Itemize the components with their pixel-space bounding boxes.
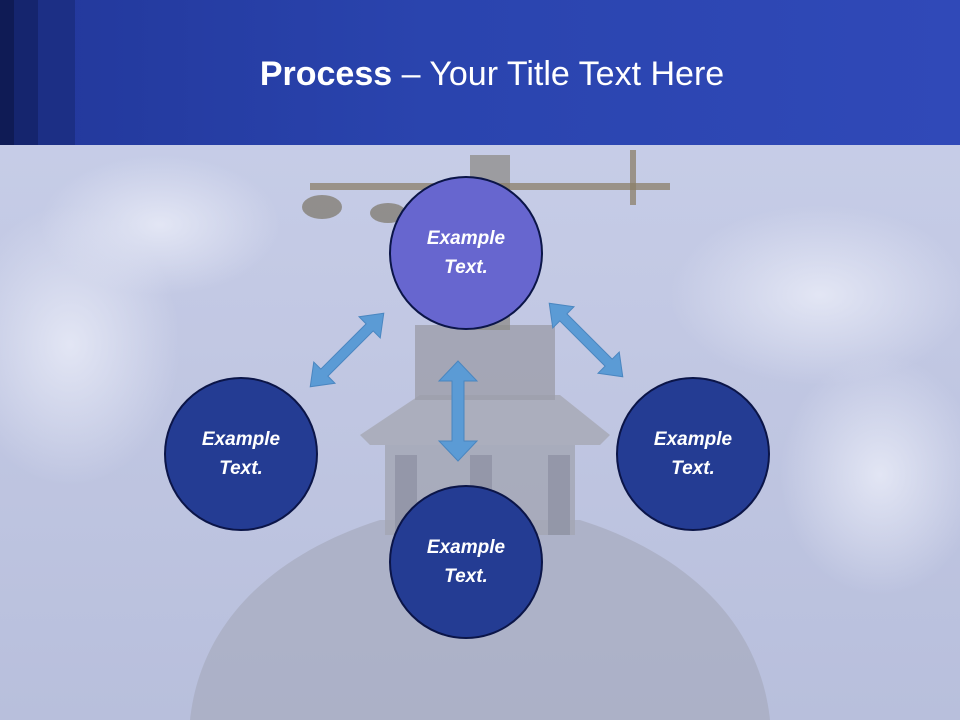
node-right[interactable]: Example Text. — [616, 377, 770, 531]
node-left-label: Example Text. — [201, 429, 281, 479]
title-bold: Process — [259, 55, 393, 93]
node-right-label: Example Text. — [653, 429, 733, 479]
node-bottom[interactable]: Example Text. — [389, 485, 543, 639]
arrow-top-right — [548, 302, 624, 378]
node-top[interactable]: Example Text. — [389, 176, 543, 330]
node-bottom-label: Example Text. — [426, 537, 506, 587]
header-band — [0, 0, 960, 145]
node-left[interactable]: Example Text. — [164, 377, 318, 531]
arrow-top-left — [309, 312, 385, 388]
slide-title[interactable]: Process – Your Title Text Here — [0, 52, 960, 96]
arrow-vertical — [437, 360, 479, 462]
node-top-label: Example Text. — [426, 228, 506, 278]
title-rest: – Your Title Text Here — [392, 55, 725, 93]
